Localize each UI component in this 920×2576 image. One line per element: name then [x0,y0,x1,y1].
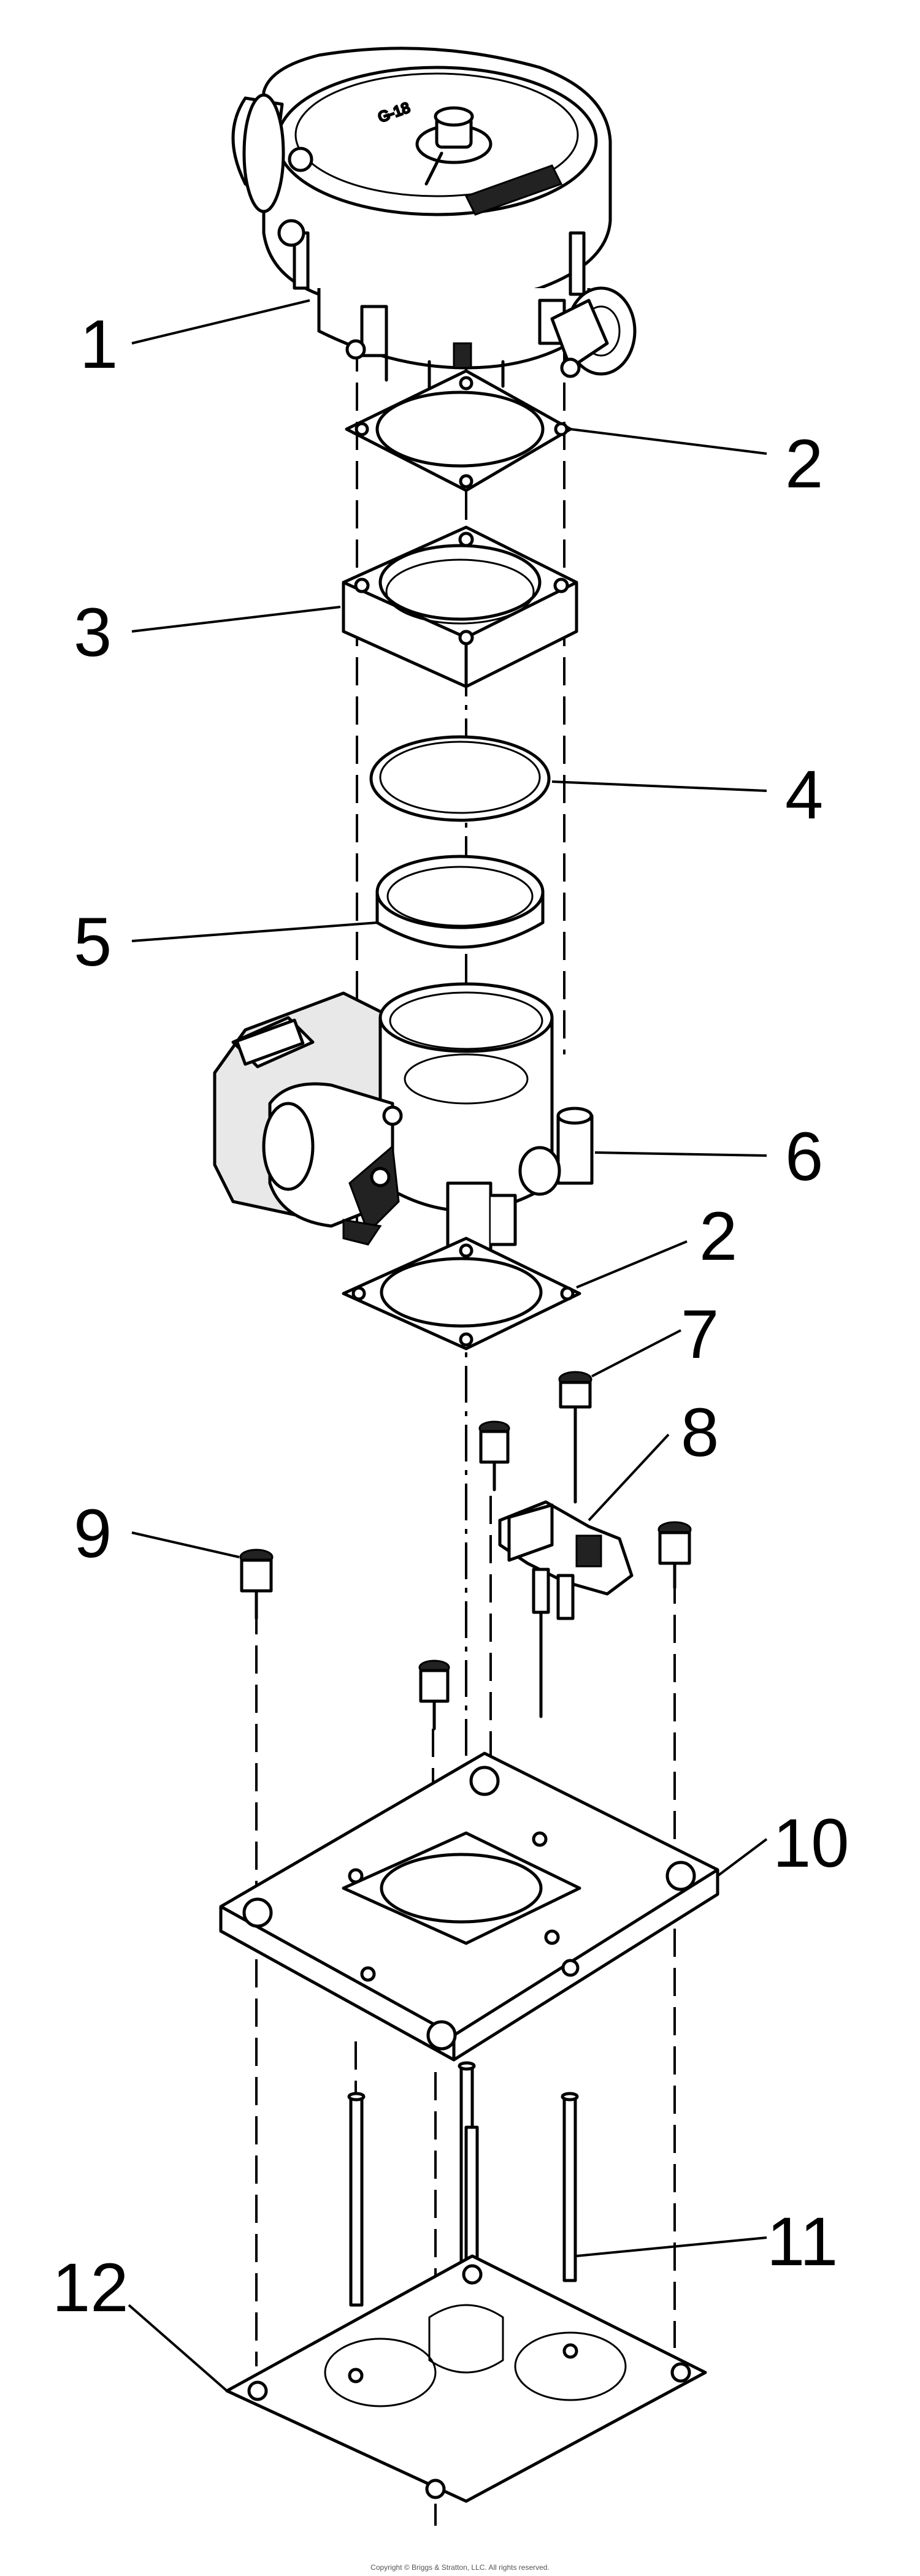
screw-9-center-upper [478,1420,510,1492]
callout-7: 7 [681,1296,719,1373]
part-2-lower-gasket [342,1237,581,1351]
callout-10: 10 [773,1805,849,1881]
callout-labels: 1 2 3 4 5 6 2 7 8 9 10 11 12 [52,306,849,2326]
callout-3: 3 [74,594,112,671]
part-4-o-ring [369,735,551,822]
copyright-notice: Copyright © Briggs & Stratton, LLC. All … [370,2563,550,2572]
callout-12: 12 [52,2249,129,2326]
part-10-adapter-plate [219,1751,719,2062]
callout-11: 11 [767,2203,838,2280]
leader-lines [128,299,768,2392]
callout-5: 5 [74,904,112,980]
part-8-sensor [498,1500,634,1718]
callout-2-lower: 2 [699,1198,737,1275]
part-1-blower-housing: G-18 [231,47,637,394]
callout-2-upper: 2 [785,425,823,502]
part-11-studs [347,2061,579,2307]
screw-9-left [239,1549,274,1620]
callout-1: 1 [80,306,118,383]
callout-6: 6 [785,1118,823,1195]
part-12-base-gasket [225,2254,707,2503]
callout-9: 9 [74,1495,112,1572]
callout-4: 4 [785,756,823,833]
part-2-upper-gasket [345,369,572,492]
part-7-screw [558,1371,592,1504]
screw-9-center-lower [418,1660,450,1731]
screw-9-right [657,1521,692,1590]
part-6-throttle-body [213,982,594,1271]
part-3-adapter-spacer [342,525,578,688]
part-5-sleeve [375,855,545,949]
part-9-screws [239,1420,692,1731]
callout-8: 8 [681,1394,719,1471]
